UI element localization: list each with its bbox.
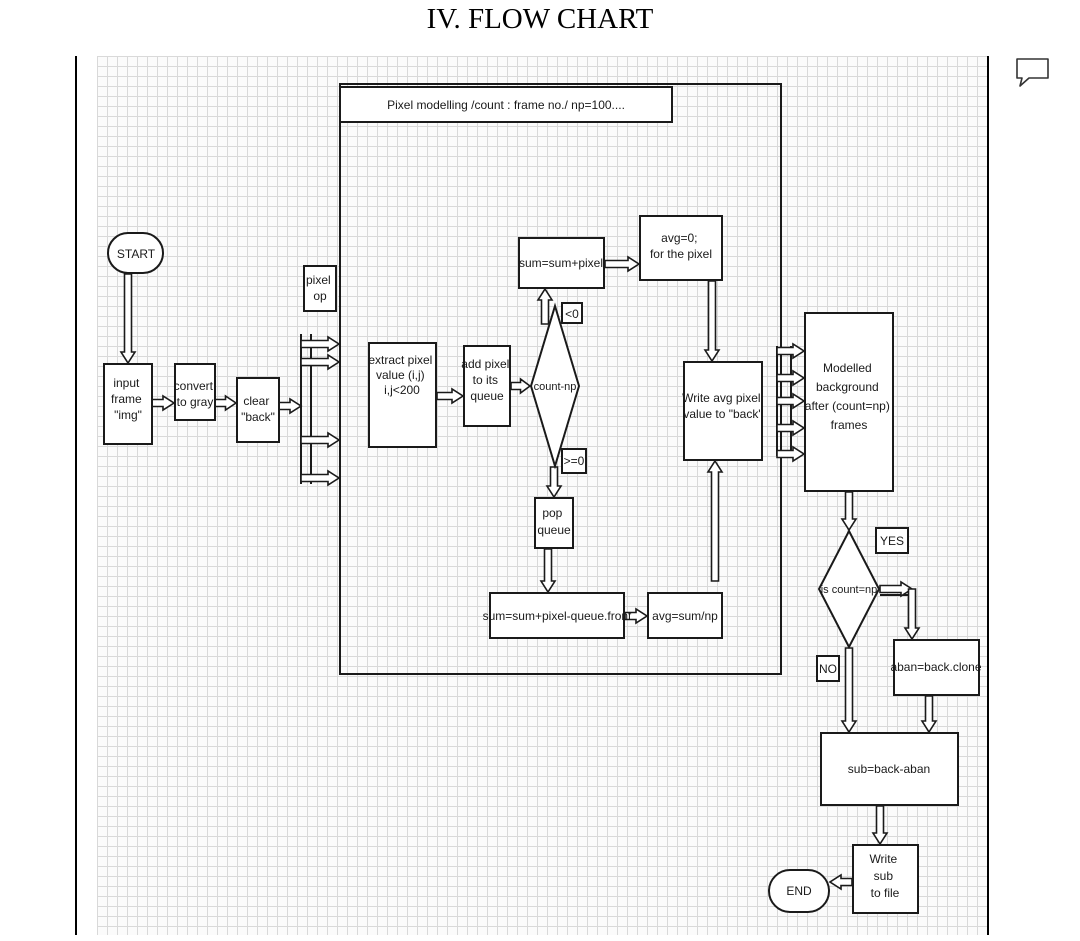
is-count-np-label: is count=np [821,584,878,596]
arrow-avgdiv-to-write [706,459,724,582]
add-pixel-box [463,345,511,427]
end-label: END [786,884,812,898]
lt-zero-text: <0 [565,307,579,321]
arrow-write-to-modelled-3 [776,392,806,410]
modelled-background-label: Modelled background after (count=np) fra… [805,361,893,432]
clear-back-box [236,377,280,443]
arrow-fanout-1 [300,335,341,353]
flowchart-svg: Pixel modelling /count : frame no./ np=1… [103,83,982,914]
extract-pixel-label: extract pixel value (i,j) i,j<200 [368,353,435,397]
arrow-sum-to-avg [604,255,641,273]
lt-zero-label [561,302,583,324]
arrow-count-to-pop [545,466,563,499]
input-frame-box [103,363,153,445]
arrow-writesub-to-end [828,873,853,891]
arrow-write-to-modelled-2 [776,369,806,387]
yes-text: YES [880,534,904,548]
pixel-modelling-header-label: Pixel modelling /count : frame no./ np=1… [387,98,625,112]
count-np-label: count-np [534,381,577,393]
yes-label [875,527,909,554]
arrow-add-to-count [510,377,532,395]
arrow-extract-to-add [436,387,465,405]
arrow-pop-to-sumfront [539,548,557,594]
page-margin-rule-left [75,56,77,935]
arrow-sumfront-to-avgdiv [624,607,649,625]
arrow-modelled-to-decision [840,491,858,532]
avg-zero-label: avg=0; for the pixel [650,231,712,261]
sub-diff-box [820,732,959,806]
input-frame-label: input frame "img" [111,376,145,422]
arrow-fanout-3 [300,431,341,449]
page-heading: IV. FLOW CHART [426,3,654,35]
arrow-fanout-2 [300,353,341,371]
start-terminal [107,232,164,274]
write-sub-box [852,844,919,914]
arrow-write-to-modelled-5 [776,445,806,463]
pop-queue-label: pop queue [537,506,571,537]
avg-zero-box [639,215,723,281]
sum-front-box [489,592,625,639]
sub-diff-label: sub=back-aban [848,762,930,776]
start-label: START [117,247,156,261]
convert-gray-label: convert to gray [174,379,217,409]
arrow-yes-to-aban [903,588,921,641]
aban-clone-label: aban=back.clone [890,660,981,674]
arrow-start-to-input [119,273,137,365]
no-label [816,655,840,682]
page-margin-rule-right [987,56,989,935]
arrow-input-to-convert [151,394,176,412]
is-count-np-decision [817,528,881,650]
end-terminal [768,869,830,913]
ge-zero-label [561,448,587,474]
sum-pixel-box [518,237,605,289]
arrow-count-to-sum [536,287,554,325]
extract-pixel-box [368,342,437,448]
comment-icon[interactable] [1015,56,1051,90]
arrow-clear-to-fanout [278,397,303,415]
arrow-avg-to-write [703,280,721,363]
flowchart-canvas: Pixel modelling /count : frame no./ np=1… [97,56,987,935]
arrow-sub-to-writesub [871,805,889,846]
arrow-decision-no [840,647,858,734]
avg-div-label: avg=sum/np [652,609,718,623]
modelled-background-box [804,312,894,492]
pixel-op-box [303,265,337,312]
add-pixel-label: add pixel to its queue [461,357,512,403]
arrow-fanout-4 [300,469,341,487]
write-sub-label: Write sub to file [869,852,900,900]
pop-queue-box [534,497,574,549]
convert-gray-box [174,363,216,421]
arrow-decision-yes [879,580,914,598]
pixel-modelling-header [339,86,673,123]
sum-front-label: sum=sum+pixel-queue.front [483,609,632,623]
write-avg-box [683,361,763,461]
clear-back-label: clear "back" [241,394,275,424]
avg-div-box [647,592,723,639]
sum-pixel-label: sum=sum+pixel [519,256,603,270]
arrow-write-to-modelled-4 [776,419,806,437]
pixel-op-label: pixel op [306,273,334,303]
ge-zero-text: >=0 [564,454,585,468]
arrow-write-to-modelled-1 [776,342,806,360]
count-np-decision [529,302,581,470]
no-text: NO [819,662,837,676]
arrow-aban-to-sub [920,695,938,734]
aban-clone-box [893,639,980,696]
write-avg-label: Write avg pixel value to "back" [682,391,764,421]
arrow-convert-to-clear [214,394,238,412]
